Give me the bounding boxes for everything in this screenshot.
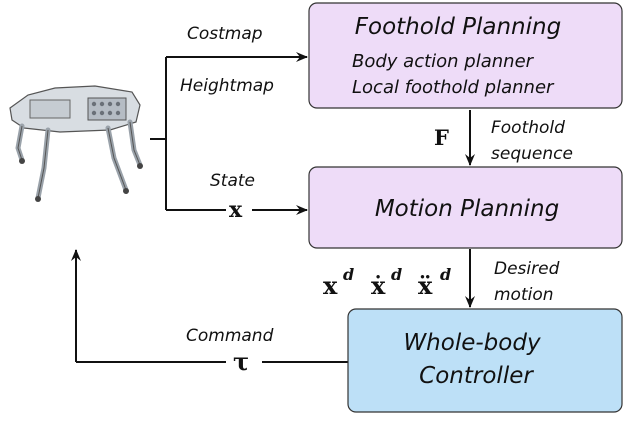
body-action-planner-text: Body action planner: [352, 51, 535, 72]
state-symbol: x: [229, 197, 243, 223]
foothold-sequence-line2: sequence: [491, 144, 573, 164]
robot-output-connector: [150, 57, 167, 210]
x-desired-symbol: x: [323, 271, 338, 300]
foothold-planning-box: Foothold Planning Body action planner Lo…: [308, 2, 623, 109]
heightmap-label: Heightmap: [180, 76, 274, 96]
command-symbol: τ: [233, 347, 249, 376]
local-foothold-planner-text: Local foothold planner: [352, 77, 555, 98]
desired-motion-line2: motion: [494, 285, 554, 305]
xddot-desired-superscript: d: [440, 265, 451, 284]
whole-body-controller-box: Whole-body Controller: [347, 308, 623, 413]
desired-motion-line1: Desired: [494, 259, 560, 279]
foothold-planning-title: Foothold Planning: [355, 14, 561, 40]
controller-title-line2: Controller: [419, 363, 534, 389]
quadruped-robot-icon: [9, 85, 143, 202]
command-label: Command: [186, 326, 274, 346]
motion-planning-title: Motion Planning: [375, 196, 559, 222]
costmap-label: Costmap: [187, 24, 263, 44]
xdot-desired-symbol: ẋ: [371, 271, 386, 300]
controller-title-line1: Whole-body: [403, 330, 541, 356]
foothold-symbol: F: [434, 125, 449, 150]
xdot-desired-superscript: d: [391, 265, 402, 284]
motion-planning-box: Motion Planning: [308, 166, 623, 249]
state-label: State: [210, 171, 255, 191]
x-desired-superscript: d: [343, 265, 354, 284]
foothold-sequence-line1: Foothold: [491, 118, 565, 138]
desired-state-symbols: x d ẋ d ẍ d: [323, 265, 451, 300]
xddot-desired-symbol: ẍ: [418, 271, 433, 300]
